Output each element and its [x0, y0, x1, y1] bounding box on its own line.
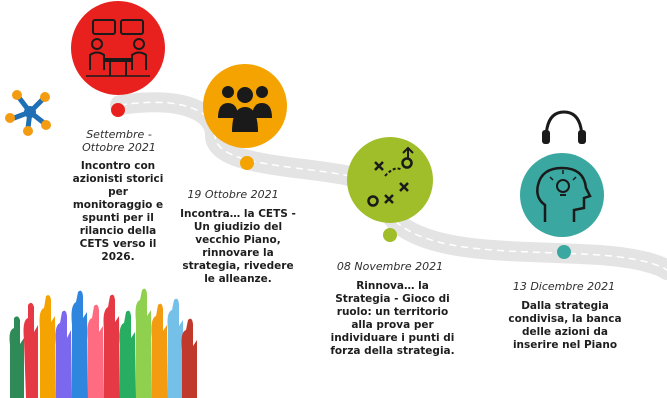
milestone-4-dot — [557, 245, 571, 259]
milestone-3-dot — [383, 228, 397, 242]
milestone-1-icon — [71, 1, 165, 95]
milestone-2-date: 19 Ottobre 2021 — [187, 188, 279, 201]
milestone-2-text: Incontra… la CETS - Un giudizio del vecc… — [180, 208, 296, 285]
milestone-3-date: 08 Novembre 2021 — [336, 260, 444, 273]
milestone-2-dot — [240, 156, 254, 170]
milestone-3-icon — [347, 137, 433, 223]
milestone-2-icon — [203, 64, 287, 148]
milestone-4-text: Dalla strategia condivisa, la banca dell… — [508, 300, 622, 351]
logo-icon — [5, 90, 51, 136]
milestone-1-text: Incontro con azionisti storici per monit… — [72, 160, 164, 263]
raised-hands-image — [0, 285, 198, 398]
milestone-4-icon — [520, 153, 604, 237]
milestone-1-dot — [111, 103, 125, 117]
milestone-4-date: 13 Dicembre 2021 — [512, 280, 616, 293]
milestone-1-date: Settembre - Ottobre 2021 — [82, 128, 156, 154]
milestone-3-text: Rinnova… la Strategia - Gioco di ruolo: … — [330, 280, 455, 357]
headphones-icon — [542, 110, 586, 144]
